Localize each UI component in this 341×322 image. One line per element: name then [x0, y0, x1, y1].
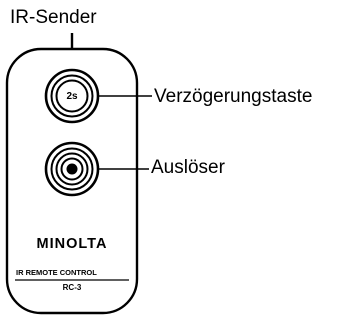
ir-remote-control-text: IR REMOTE CONTROL [16, 268, 97, 277]
delay-button-label: Verzögerungstaste [154, 86, 313, 107]
brand-logo: MINOLTA [36, 236, 108, 252]
delay-button-text: 2s [66, 91, 78, 102]
model-label: RC-3 [62, 283, 82, 292]
ir-sender-label: IR-Sender [10, 7, 97, 28]
shutter-release-button [44, 141, 100, 197]
shutter-release-label: Auslöser [151, 157, 225, 178]
